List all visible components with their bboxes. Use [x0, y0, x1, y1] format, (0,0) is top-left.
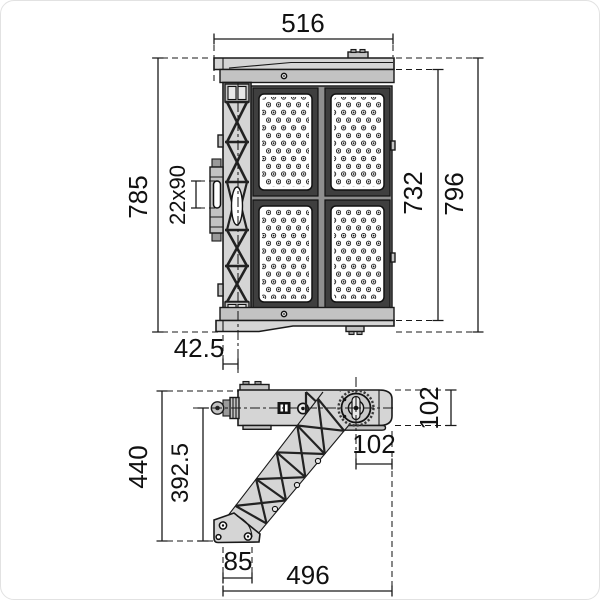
led-panel-bottom-right [324, 199, 391, 309]
arm-hole [271, 505, 279, 513]
side-view: 440 392.5 102 102 85 496 [123, 377, 457, 597]
dim-mount-offset: 42.5 [174, 333, 239, 370]
bracket-slot [212, 180, 222, 209]
dim-side-height-overall: 440 [123, 390, 239, 542]
perforation-field [262, 209, 309, 299]
dim-front-height-overall: 796 [396, 57, 484, 333]
side-tab [390, 252, 396, 263]
dim-label-102-right: 102 [414, 386, 444, 429]
dim-foot-width: 85 [222, 546, 253, 596]
dim-label-22x90: 22x90 [165, 165, 190, 225]
dim-front-height-left: 785 [123, 57, 218, 333]
wall-bracket [209, 158, 224, 242]
bottom-mounting-channel [215, 306, 395, 336]
dim-side-length-overall: 496 [222, 560, 393, 597]
mounting-column [217, 81, 252, 325]
pivot-axis [353, 405, 359, 411]
front-view: 516 785 22x90 732 796 [123, 8, 484, 373]
foot-screw [215, 533, 222, 541]
column-slot [230, 186, 244, 226]
dim-side-body-depth: 102 [395, 386, 457, 430]
led-panel-top-right [324, 87, 391, 197]
led-panel-top-left [252, 87, 319, 197]
column-tab [217, 134, 224, 148]
dim-label-392-5: 392.5 [167, 443, 194, 503]
dim-label-440: 440 [123, 445, 153, 488]
dim-label-496: 496 [286, 560, 329, 590]
dim-bracket-slot: 22x90 [165, 165, 215, 225]
perforation-field [262, 97, 309, 187]
bottom-connector-bump [345, 325, 365, 333]
dim-front-height-housing: 732 [396, 68, 444, 322]
dim-label-42-5: 42.5 [174, 333, 225, 363]
led-panel-bottom-left [252, 199, 319, 309]
side-tab [390, 140, 396, 151]
foot-plate [213, 512, 261, 544]
dim-label-732: 732 [398, 171, 428, 214]
dim-side-height-to-axis: 392.5 [167, 407, 209, 542]
dim-label-85: 85 [224, 546, 253, 576]
dim-front-width: 516 [213, 8, 394, 85]
dim-label-796: 796 [439, 172, 469, 215]
dim-side-axis-to-rear: 102 [352, 429, 396, 596]
dim-label-102-bottom: 102 [352, 429, 395, 459]
dim-label-516: 516 [281, 8, 324, 38]
perforation-field [334, 209, 381, 299]
column-tab [217, 283, 224, 297]
arm-hole [293, 481, 301, 489]
dim-label-785: 785 [123, 175, 153, 218]
perforation-field [334, 97, 381, 187]
arm-hole [314, 457, 322, 465]
top-mounting-channel [213, 48, 395, 84]
